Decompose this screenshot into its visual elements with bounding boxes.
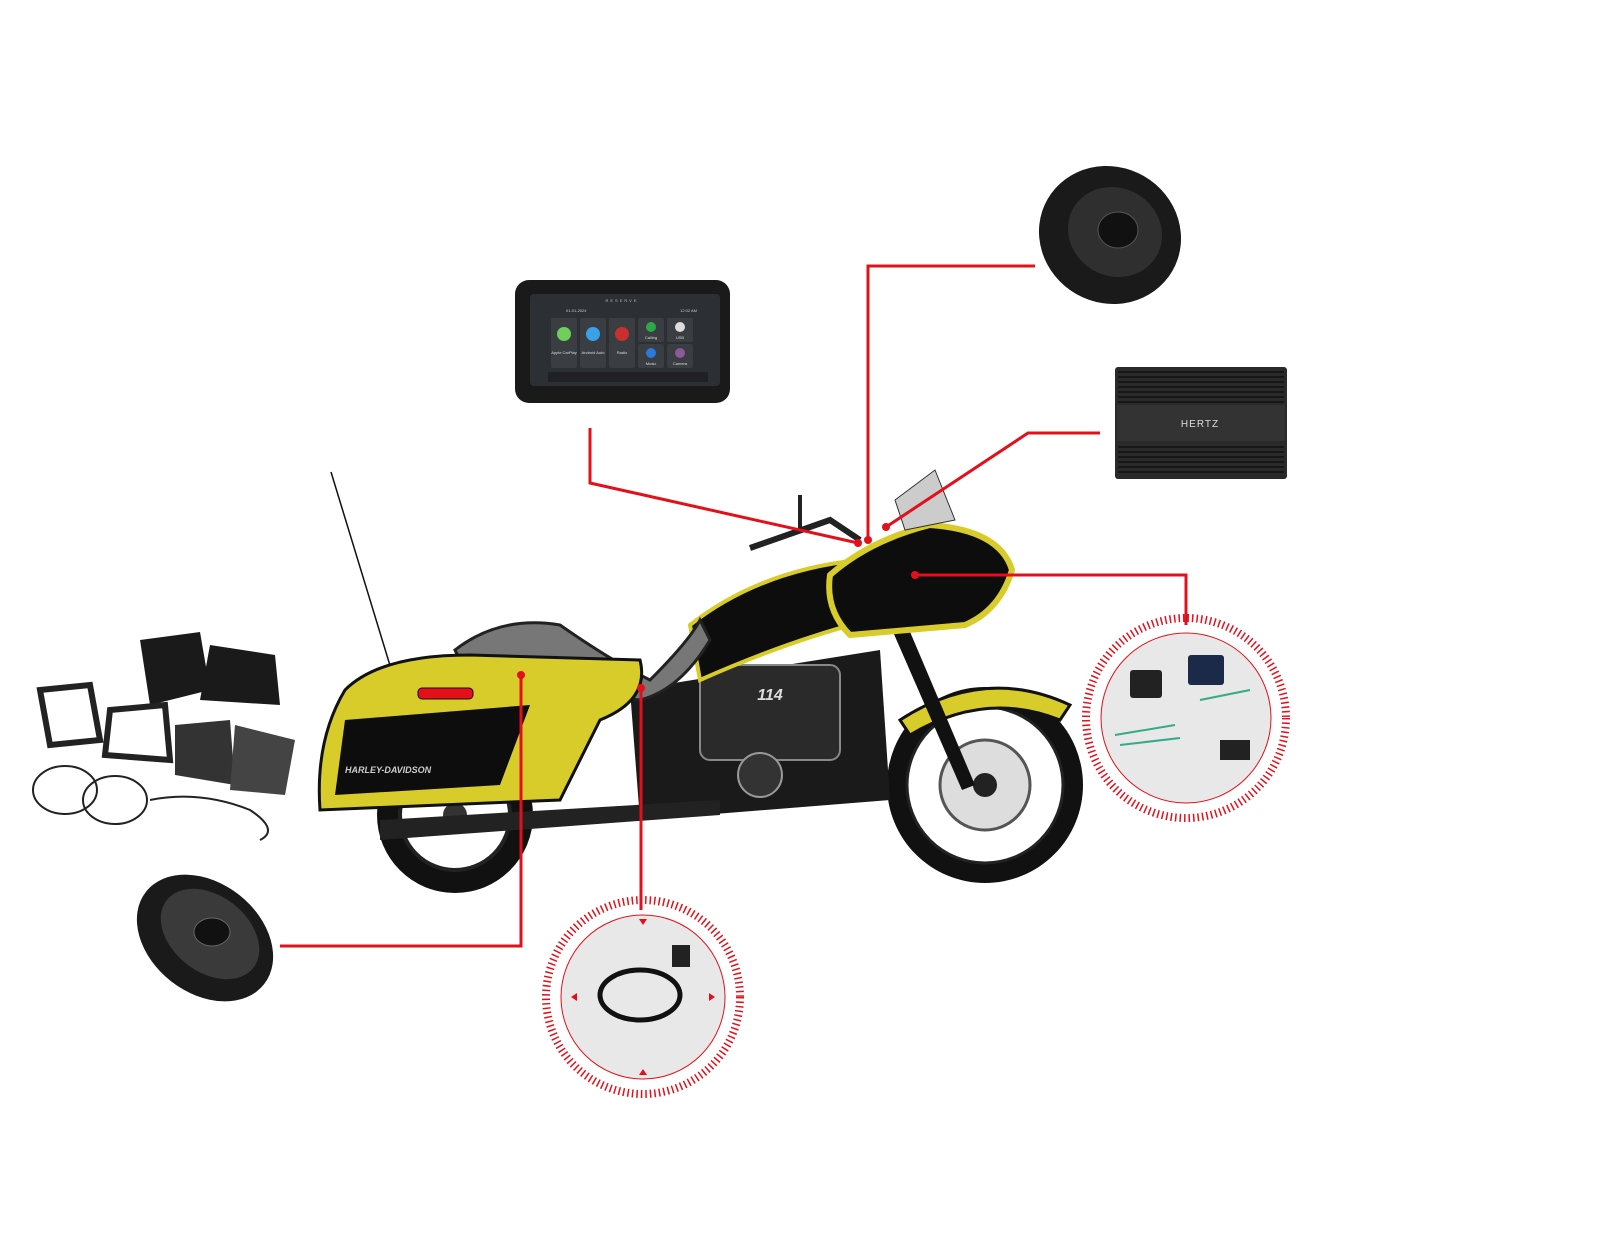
head-unit-date: 01-01-2024 xyxy=(566,308,587,313)
callout-head-unit xyxy=(588,428,859,545)
android-auto-icon xyxy=(586,327,600,341)
antenna xyxy=(330,471,393,673)
camera-icon xyxy=(675,348,685,358)
motorcycle: 114 HARLEY-DAVIDSON xyxy=(317,469,1083,893)
phone-icon xyxy=(646,322,656,332)
app-label: Music xyxy=(646,361,656,366)
app-label: Camera xyxy=(673,361,688,366)
callout-6x9-speaker xyxy=(280,675,523,948)
coaxial-speaker xyxy=(1038,165,1182,305)
head-unit-time: 12:02 AM xyxy=(680,308,697,313)
head-unit: RESERVE 01-01-2024 12:02 AM Apple CarPla… xyxy=(515,280,730,403)
wiring-harness-detail xyxy=(1082,614,1290,822)
app-label: Calling xyxy=(645,335,657,340)
amplifier: HERTZ xyxy=(1115,367,1287,479)
radio-tower-icon xyxy=(615,327,629,341)
app-label: Android Auto xyxy=(582,350,606,355)
6x9-speaker xyxy=(136,874,274,1002)
engine-badge: 114 xyxy=(757,687,783,704)
carplay-icon xyxy=(557,327,571,341)
head-unit-brand: RESERVE xyxy=(605,298,638,303)
amplifier-brand: HERTZ xyxy=(1181,419,1219,430)
music-icon xyxy=(646,348,656,358)
callout-amplifier xyxy=(885,431,1100,529)
power-cable-detail xyxy=(542,896,744,1098)
bag-logo: HARLEY-DAVIDSON xyxy=(345,765,432,775)
app-label: Apple CarPlay xyxy=(551,350,577,355)
callout-harness xyxy=(915,573,1188,625)
app-tile[interactable] xyxy=(609,318,635,368)
app-label: USB xyxy=(676,335,685,340)
speaker-lid-kit xyxy=(32,632,295,841)
callout-coaxial-speaker xyxy=(866,264,1035,540)
fairing xyxy=(826,521,1016,639)
app-tile[interactable] xyxy=(580,318,606,368)
app-tile[interactable] xyxy=(551,318,577,368)
app-label: Radio xyxy=(617,350,628,355)
usb-icon xyxy=(675,322,685,332)
